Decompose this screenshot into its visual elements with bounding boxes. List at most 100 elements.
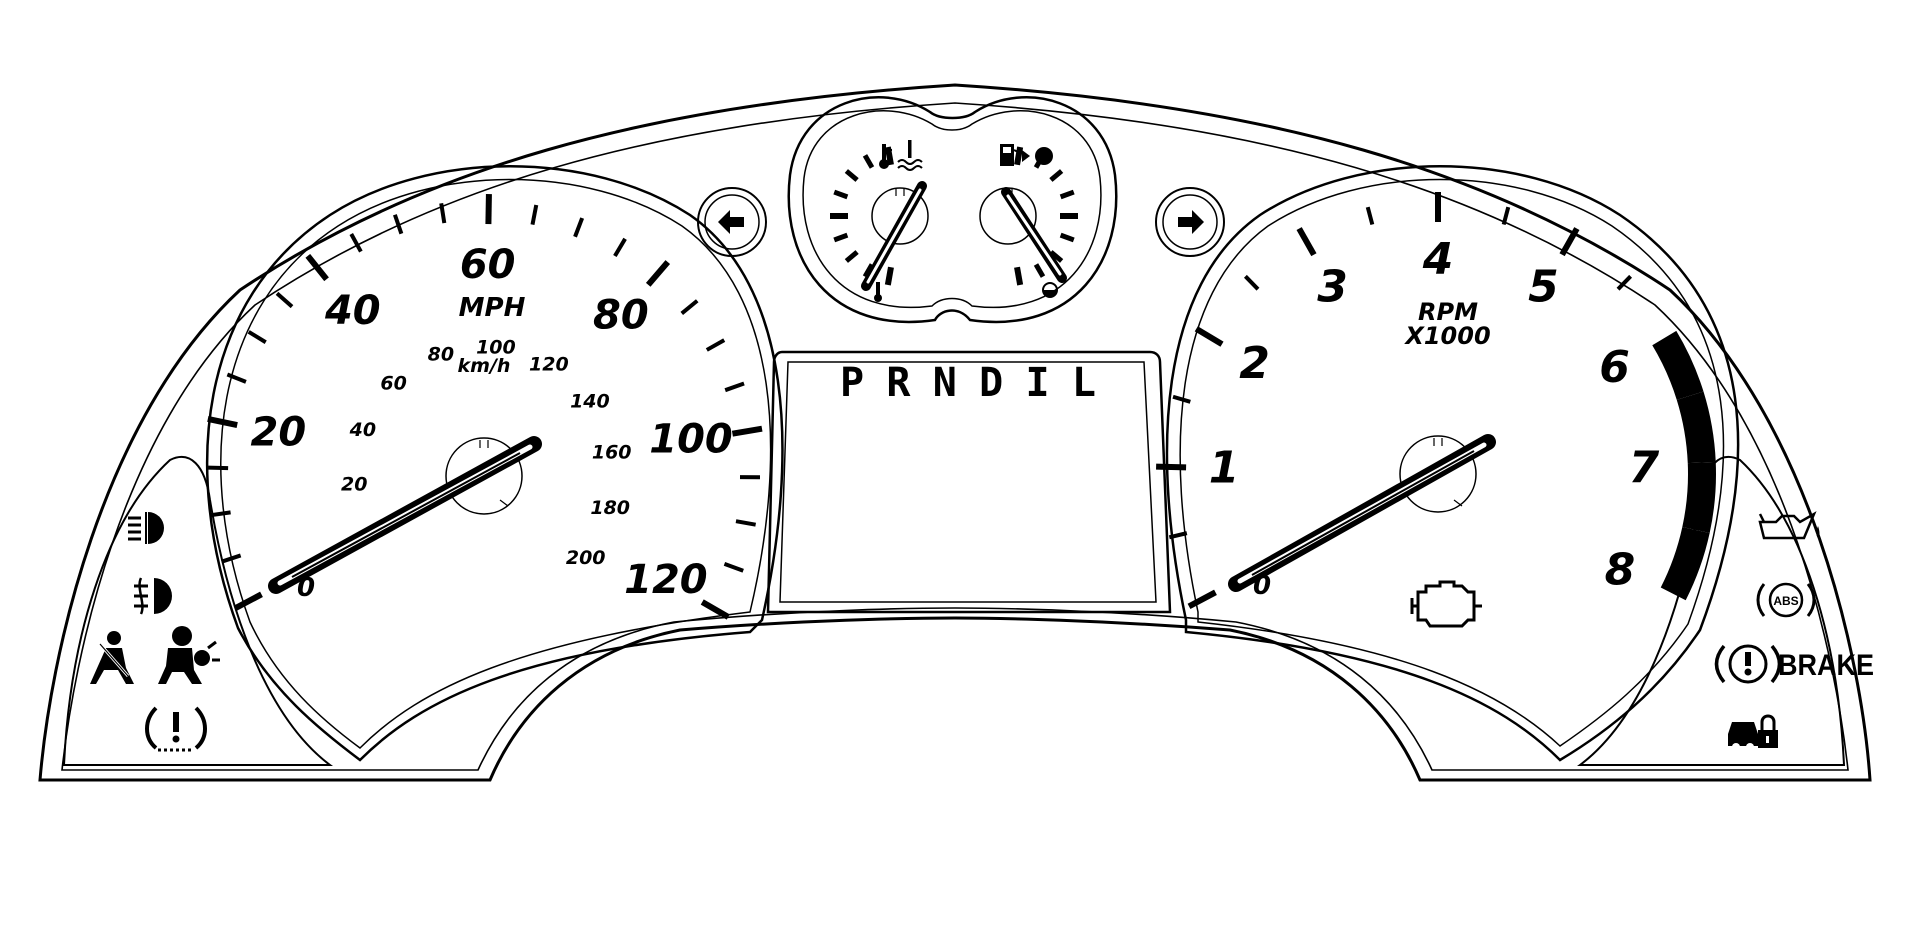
tachometer-label: 4 <box>1422 234 1454 285</box>
tachometer-tick <box>1501 206 1511 226</box>
tachometer-redline-band <box>1652 330 1716 601</box>
speedometer-tick <box>275 291 294 309</box>
temp-low-icon <box>874 282 882 302</box>
speedometer-tick <box>207 416 238 428</box>
tachometer-label: 3 <box>1317 262 1348 313</box>
speedometer-tick <box>573 217 585 238</box>
speedometer-zero-label: 0 <box>297 573 315 603</box>
tachometer-unit-line1: RPM <box>1418 298 1478 326</box>
prndl-indicator: PRNDIL <box>840 360 1096 406</box>
speedometer-kmh-unit-label: km/h <box>458 355 511 377</box>
tachometer-tick <box>1296 227 1317 257</box>
security-icon <box>1728 714 1778 751</box>
speedometer-tick <box>439 203 447 224</box>
tachometer-tick <box>1365 206 1375 226</box>
speedometer-needle <box>268 436 542 594</box>
speedometer-tick <box>680 299 699 315</box>
speedometer-kmh-label: 40 <box>349 419 376 441</box>
tachometer-redline-segment <box>1652 330 1704 400</box>
tachometer-tick <box>1194 326 1224 347</box>
right-telltale-pod: ABS BRAKE <box>1577 455 1874 766</box>
speedometer-kmh-label: 20 <box>341 474 367 496</box>
speedometer-mph-label: 40 <box>324 288 381 334</box>
tachometer-label: 2 <box>1239 338 1270 389</box>
speedometer-tick <box>393 214 404 235</box>
fuel-gauge-tick <box>1049 250 1064 263</box>
tachometer-label: 7 <box>1629 443 1660 494</box>
tachometer-label: 6 <box>1599 342 1630 393</box>
fuel-gauge <box>979 144 1078 298</box>
speedometer-kmh-label: 140 <box>570 391 610 413</box>
temp-gauge-tick <box>862 154 875 169</box>
temp-gauge-tick <box>833 232 849 243</box>
tachometer-needle <box>1228 434 1496 592</box>
fuel-gauge-tick <box>1059 189 1075 200</box>
abs-label: ABS <box>1773 594 1798 608</box>
speedometer-mph-scale: 20 40 60 80 100 120 <box>251 242 733 603</box>
tachometer-label: 8 <box>1605 545 1636 596</box>
tachometer-tick <box>1156 463 1187 471</box>
tire-pressure-icon <box>145 706 207 752</box>
transmission-display: PRNDIL <box>766 350 1172 614</box>
fuel-gauge-needle <box>1001 187 1067 283</box>
speedometer-hub <box>445 437 523 515</box>
speedometer-tick <box>305 253 329 282</box>
speedometer-mph-label: 100 <box>649 417 733 463</box>
speedometer-unit-label: MPH <box>459 293 526 323</box>
tachometer-tick <box>1168 531 1188 540</box>
fuel-gauge-tick <box>1033 263 1046 278</box>
temp-gauge-hub <box>871 187 929 245</box>
speedometer-tick <box>700 599 730 620</box>
tachometer-tick <box>1187 589 1217 610</box>
speedometer-kmh-label: 160 <box>592 442 632 464</box>
brake-label: BRAKE <box>1778 649 1874 682</box>
temp-gauge-needle <box>861 181 927 291</box>
coolant-temperature-icon <box>879 140 923 171</box>
fuel-gauge-tick <box>1059 232 1075 243</box>
speedometer-tick <box>233 591 263 612</box>
speedometer-tick <box>724 381 745 393</box>
high-beam-icon <box>128 512 164 544</box>
speedometer-tick <box>349 233 363 253</box>
tachometer-tick <box>1172 394 1191 404</box>
tachometer-redline-segment <box>1682 461 1716 533</box>
speedometer-tick <box>226 372 247 384</box>
fuel-icon <box>1000 144 1053 166</box>
fog-lamp-icon <box>134 577 172 615</box>
tachometer-ticks <box>1156 192 1633 610</box>
temp-fuel-pod <box>787 96 1118 323</box>
speedometer-tick <box>731 425 763 437</box>
speedometer-tick <box>705 338 726 352</box>
speedometer-tick <box>210 510 231 518</box>
left-telltale-pod <box>62 455 333 766</box>
speedometer-kmh-label: 80 <box>428 343 454 365</box>
speedometer-ticks <box>207 193 763 620</box>
airbag-icon <box>158 626 220 684</box>
speedometer-tick <box>735 519 757 527</box>
temp-gauge-tick <box>862 263 875 278</box>
tachometer-redline-segment <box>1676 391 1716 464</box>
speedometer-tick <box>485 193 492 225</box>
seatbelt-icon <box>90 631 134 684</box>
speedometer-kmh-label: 180 <box>590 497 630 519</box>
temp-gauge-tick <box>833 189 849 200</box>
speedometer-tick <box>221 553 242 564</box>
speedometer-kmh-label: 60 <box>380 373 406 395</box>
speedometer-tick <box>208 465 229 471</box>
temp-gauge-tick <box>844 250 859 263</box>
speedometer-mph-label: 120 <box>624 557 708 603</box>
speedometer-tick <box>645 260 671 287</box>
oil-pressure-icon <box>1758 511 1820 540</box>
tachometer-label: 1 <box>1209 442 1240 493</box>
speedometer-tick <box>247 330 267 344</box>
speedometer-kmh-label: 100 <box>476 337 516 359</box>
tachometer-redline-segment <box>1660 527 1710 601</box>
cluster-bezel <box>38 83 1872 782</box>
fuel-gauge-tick <box>1014 266 1024 286</box>
temp-gauge-tick <box>884 266 894 286</box>
